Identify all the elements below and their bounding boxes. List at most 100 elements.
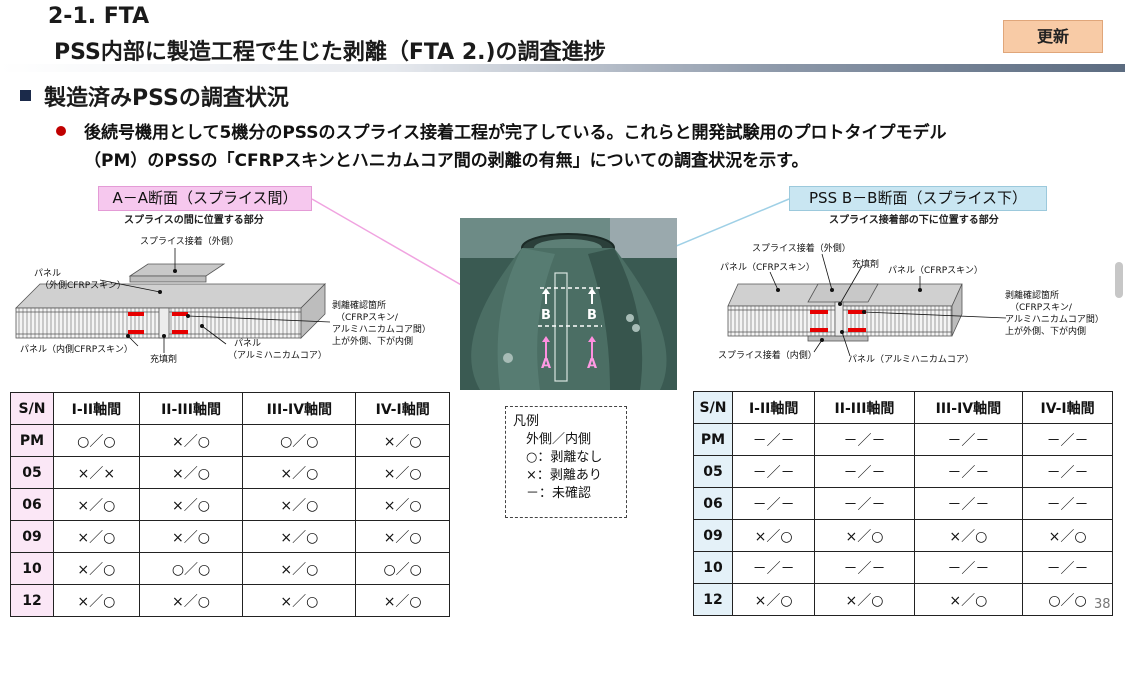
table-cell: ×／○ [138, 424, 244, 457]
aa-label-panel-outer-1: パネル [34, 269, 62, 279]
aa-label-splice-outer: スプライス接着（外側） [140, 237, 239, 247]
table-cell: ×／○ [138, 488, 244, 521]
slide-title: PSS内部に製造工程で生じた剥離（FTA 2.)の調査進捗 [54, 40, 606, 65]
aa-label-check-2: （CFRPスキン/ [336, 313, 398, 323]
aa-label-panel-inner: パネル（内側CFRPスキン） [20, 345, 133, 355]
table-row: 09 ×／○ ×／○ ×／○ ×／○ [693, 519, 1113, 552]
aa-cross-section-diagram [15, 248, 331, 353]
table-cell: －／－ [913, 423, 1024, 456]
bb-cross-section-diagram [727, 253, 1007, 357]
table-header-cell: III-IV軸間 [242, 392, 357, 425]
table-cell-sn: 05 [10, 456, 54, 489]
header-divider-bar [0, 64, 1125, 72]
bb-label-splice-inner: スプライス接着（内側） [718, 351, 817, 361]
bb-label-panel-left: パネル（CFRPスキン） [720, 263, 815, 273]
table-cell: ×／○ [53, 520, 140, 553]
table-header-cell: S/N [10, 392, 54, 425]
table-cell: ×／○ [814, 519, 915, 552]
legend-line-outer-inner: 外側／内側 [526, 432, 592, 447]
table-cell: －／－ [731, 487, 816, 520]
table-cell-sn: PM [693, 423, 733, 456]
table-cell: －／－ [913, 487, 1024, 520]
table-cell-sn: 09 [693, 519, 733, 552]
photo-marker-b-right: B [587, 308, 597, 323]
table-row: 06 ×／○ ×／○ ×／○ ×／○ [10, 488, 450, 521]
table-cell: －／－ [913, 551, 1024, 584]
table-header-cell: I-II軸間 [53, 392, 140, 425]
table-cell: ×／○ [53, 488, 140, 521]
legend-line-no-delamination: ○：剥離なし [526, 450, 603, 465]
table-row: 05 ×／× ×／○ ×／○ ×／○ [10, 456, 450, 489]
table-cell: ×／○ [242, 456, 357, 489]
table-header-cell: II-III軸間 [814, 391, 915, 424]
table-cell: ×／× [53, 456, 140, 489]
table-cell: ×／○ [913, 583, 1024, 616]
table-cell: ×／○ [242, 488, 357, 521]
table-cell-sn: 10 [10, 552, 54, 585]
bb-label-core: パネル（アルミハニカムコア） [848, 355, 974, 365]
table-row: PM ○／○ ×／○ ○／○ ×／○ [10, 424, 450, 457]
table-cell-sn: 12 [10, 584, 54, 617]
table-row: 12 ×／○ ×／○ ×／○ ○／○ [693, 583, 1113, 616]
table-cell: ×／○ [138, 584, 244, 617]
legend-box: 凡例 外側／内側 ○：剥離なし ×：剥離あり －：未確認 [505, 406, 627, 518]
table-header-cell: IV-I軸間 [1022, 391, 1113, 424]
table-cell: ×／○ [242, 552, 357, 585]
section-square-icon [20, 90, 31, 101]
photo-marker-a-right: A [587, 357, 597, 372]
table-cell: －／－ [731, 551, 816, 584]
table-row: 09 ×／○ ×／○ ×／○ ×／○ [10, 520, 450, 553]
bb-label-panel-right: パネル（CFRPスキン） [888, 266, 983, 276]
table-cell: －／－ [913, 455, 1024, 488]
table-cell: ○／○ [355, 552, 450, 585]
bullet-text-line2: （PM）のPSSの「CFRPスキンとハニカムコア間の剥離の有無」についての調査状… [84, 151, 809, 171]
table-cell: ×／○ [355, 424, 450, 457]
table-cell-sn: 06 [693, 487, 733, 520]
section-aa-label: A－A断面（スプライス間） [98, 186, 312, 211]
table-cell: ×／○ [355, 584, 450, 617]
table-cell-sn: 05 [693, 455, 733, 488]
table-row: PM －／－ －／－ －／－ －／－ [693, 423, 1113, 456]
bullet-dot-icon [56, 126, 66, 136]
aa-results-table: S/N I-II軸間 II-III軸間 III-IV軸間 IV-I軸間 PM ○… [10, 392, 450, 617]
table-cell: －／－ [814, 455, 915, 488]
table-header-row: S/N I-II軸間 II-III軸間 III-IV軸間 IV-I軸間 [693, 391, 1113, 424]
table-cell: ×／○ [242, 584, 357, 617]
section-bb-subtitle: スプライス接着部の下に位置する部分 [829, 215, 999, 226]
table-header-row: S/N I-II軸間 II-III軸間 III-IV軸間 IV-I軸間 [10, 392, 450, 425]
table-row: 05 －／－ －／－ －／－ －／－ [693, 455, 1113, 488]
section-aa-subtitle: スプライスの間に位置する部分 [124, 215, 264, 226]
table-cell: ×／○ [138, 520, 244, 553]
table-cell: ×／○ [355, 520, 450, 553]
legend-line-delamination: ×：剥離あり [526, 468, 602, 483]
bb-label-check-2: （CFRPスキン/ [1010, 303, 1072, 313]
aa-label-check-4: 上が外側、下が内側 [332, 337, 414, 347]
bullet-text-line1: 後続号機用として5機分のPSSのスプライス接着工程が完了している。これらと開発試… [84, 123, 947, 143]
pss-photo: B B A A [460, 218, 677, 390]
legend-title: 凡例 [513, 414, 540, 429]
table-cell: ×／○ [913, 519, 1024, 552]
table-cell: －／－ [1022, 455, 1113, 488]
table-cell: －／－ [814, 551, 915, 584]
table-cell-sn: 09 [10, 520, 54, 553]
table-cell: ×／○ [355, 456, 450, 489]
table-cell: ×／○ [355, 488, 450, 521]
table-cell: ○／○ [242, 424, 357, 457]
table-cell: ×／○ [731, 519, 816, 552]
table-header-cell: III-IV軸間 [913, 391, 1024, 424]
legend-line-unconfirmed: －：未確認 [526, 486, 592, 501]
table-cell: ○／○ [138, 552, 244, 585]
bb-label-filler: 充填剤 [852, 260, 880, 270]
table-header-cell: IV-I軸間 [355, 392, 450, 425]
bb-label-check-1: 剥離確認箇所 [1005, 291, 1060, 301]
aa-label-panel-outer-2: （外側CFRPスキン） [40, 281, 126, 291]
table-header-cell: I-II軸間 [731, 391, 816, 424]
table-cell: ×／○ [138, 456, 244, 489]
table-cell-sn: 06 [10, 488, 54, 521]
section-bb-label: PSS B－B断面（スプライス下） [789, 186, 1047, 211]
scrollbar-thumb[interactable] [1115, 262, 1123, 298]
table-cell: －／－ [731, 455, 816, 488]
page-number: 38 [1094, 597, 1111, 612]
table-cell: ○／○ [1022, 583, 1113, 616]
update-badge: 更新 [1003, 20, 1103, 53]
